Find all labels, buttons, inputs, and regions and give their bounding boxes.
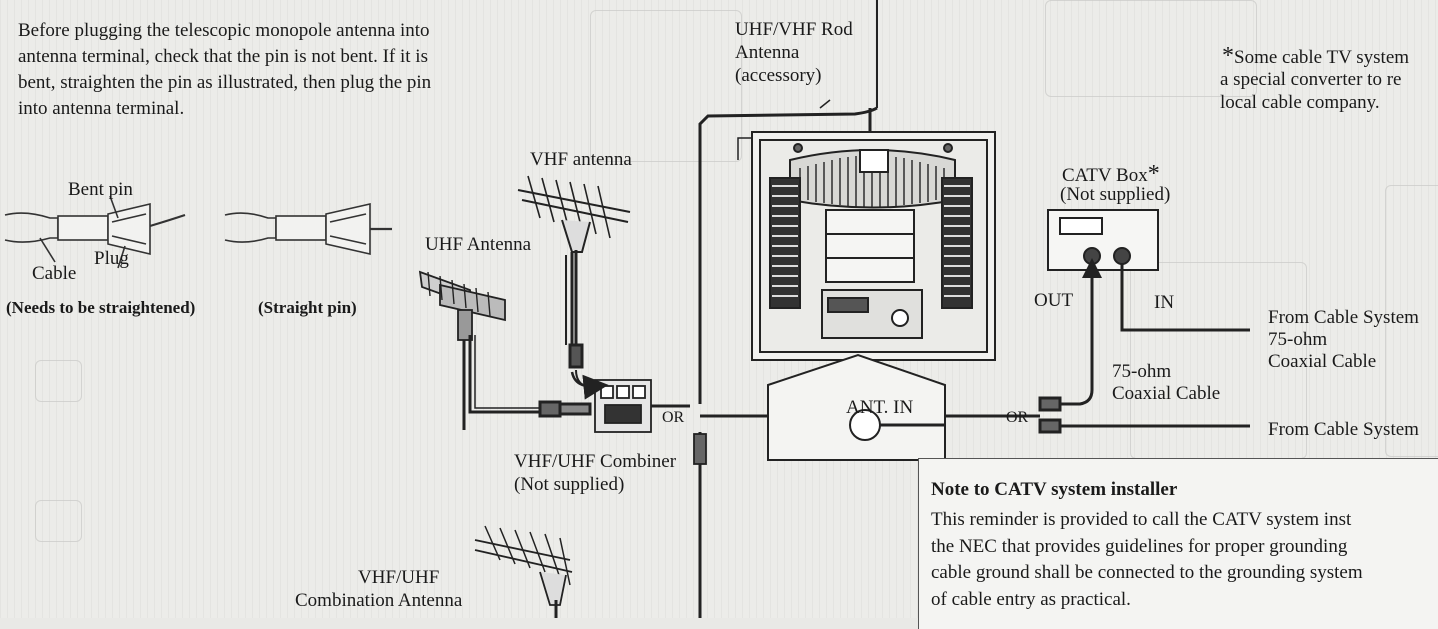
needs-straightened-caption: (Needs to be straightened) [6, 298, 196, 317]
combiner-label-2: (Not supplied) [514, 474, 625, 495]
footnote-line-1-text: Some cable TV system [1234, 47, 1410, 68]
coax-right-label-2: Coaxial Cable [1268, 351, 1377, 372]
note-title: Note to CATV system installer [931, 479, 1178, 500]
from-cable-system-label-2: From Cable System [1268, 419, 1419, 440]
footnote-line-1: *Some cable TV system [1222, 42, 1409, 71]
note-body: This reminder is provided to call the CA… [931, 507, 1438, 613]
bent-pin-label: Bent pin [68, 179, 133, 200]
ghost-box-3 [1385, 185, 1438, 457]
footnote-asterisk: * [1222, 43, 1234, 69]
straight-pin-illustration [224, 202, 392, 256]
ghost-box-2 [1045, 0, 1257, 97]
combo-antenna-label-1: VHF/UHF [358, 567, 440, 588]
catv-box-asterisk: * [1147, 161, 1160, 187]
combiner-arrow [570, 371, 609, 400]
vhf-cable [568, 250, 591, 389]
straight-pin-caption: (Straight pin) [258, 298, 357, 317]
coax-mid-label-2: Coaxial Cable [1112, 383, 1221, 404]
uhf-antenna-label: UHF Antenna [425, 234, 532, 255]
or-label-left: OR [662, 409, 685, 426]
catv-cables [1038, 264, 1250, 434]
from-cable-system-label-1: From Cable System [1268, 307, 1419, 328]
rod-antenna-label-2: Antenna [735, 42, 800, 63]
ant-in-label: ANT. IN [846, 397, 914, 418]
combo-antenna-label-2: Combination Antenna [295, 590, 463, 611]
footnote-line-2: a special converter to re [1220, 69, 1402, 90]
coax-right-label-1: 75-ohm [1268, 329, 1328, 350]
rod-antenna-label-1: UHF/VHF Rod [735, 19, 853, 40]
ghost-box-5 [35, 500, 82, 542]
rod-antenna [698, 0, 878, 404]
plug-label: Plug [94, 248, 129, 269]
or-label-right: OR [1006, 409, 1029, 426]
combo-antenna-drawing [474, 525, 573, 618]
catv-box-label-text: CATV Box [1062, 165, 1148, 186]
catv-installer-note: Note to CATV system installer This remin… [918, 458, 1438, 629]
tv-cable-to-combiner [737, 137, 752, 160]
catv-box-not-supplied: (Not supplied) [1060, 184, 1171, 205]
uhf-antenna-drawing [418, 270, 506, 430]
vhf-antenna-drawing [517, 175, 631, 345]
vhf-antenna-label: VHF antenna [530, 149, 632, 170]
out-label: OUT [1034, 290, 1074, 311]
tv-rear-view [751, 131, 996, 361]
note-line-4: of cable entry as practical. [931, 588, 1131, 610]
bent-pin-illustration [4, 195, 186, 269]
ghost-box-1 [590, 10, 742, 162]
uhf-cable [468, 335, 592, 418]
catv-box-drawing [1047, 209, 1159, 271]
rod-antenna-label-3: (accessory) [735, 65, 822, 86]
footnote-line-3: local cable company. [1220, 92, 1380, 113]
ghost-box-4 [35, 360, 82, 402]
intro-paragraph: Before plugging the telescopic monopole … [18, 20, 432, 119]
vhf-uhf-combiner [594, 379, 707, 618]
coax-mid-label-1: 75-ohm [1112, 361, 1172, 382]
ant-in-callout [767, 353, 946, 461]
combiner-label-1: VHF/UHF Combiner [514, 451, 677, 472]
combiner-to-ant-line [700, 414, 1040, 427]
note-line-1: This reminder is provided to call the CA… [931, 509, 1352, 530]
note-line-2: the NEC that provides guidelines for pro… [931, 535, 1348, 557]
in-label: IN [1154, 292, 1175, 313]
note-line-3: cable ground shall be connected to the g… [931, 562, 1363, 583]
catv-box-label: CATV Box* [1062, 160, 1160, 189]
cable-label: Cable [32, 263, 77, 284]
